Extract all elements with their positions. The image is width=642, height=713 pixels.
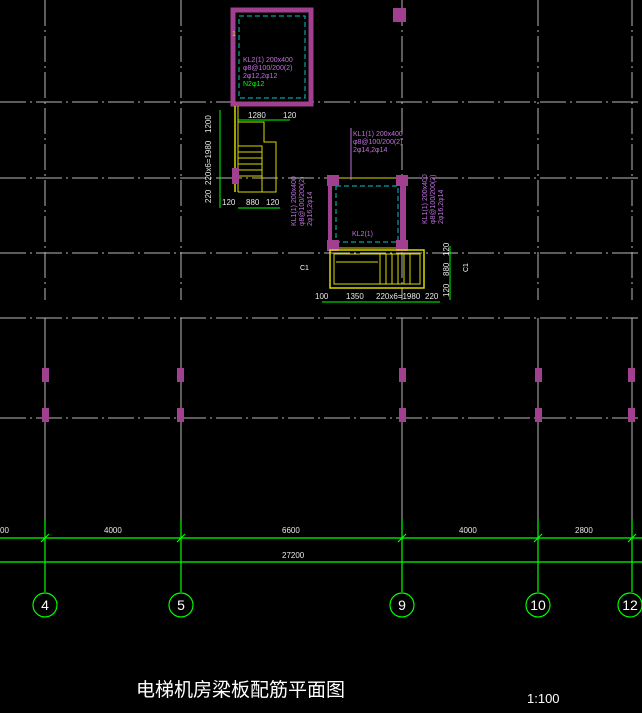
beam-label-kl1-line3: 2φ14,2φ14 — [353, 147, 387, 154]
column — [628, 368, 635, 382]
column — [177, 408, 184, 422]
column — [393, 8, 406, 22]
dim-220: 220 — [204, 189, 213, 203]
column — [177, 368, 184, 382]
dim-span-5-9: 6600 — [282, 526, 300, 535]
drawing-title: 电梯机房梁板配筋平面图 — [136, 679, 345, 701]
dim-b-220x6: 220x6=1980 — [376, 292, 421, 301]
column — [400, 186, 406, 240]
beam-label-kl2-line1: KL2(1) 200x400 — [243, 57, 293, 64]
stair-top: 1280 120 1200 220x6=1980 220 120 880 120 — [204, 106, 297, 209]
grid-lines — [0, 0, 642, 520]
axis-label-5: 5 — [177, 597, 185, 613]
dim-220x6: 220x6=1980 — [204, 140, 213, 185]
beam-label-kl1-right-line1: KL1(1) 200x400 — [422, 174, 429, 224]
column — [535, 368, 542, 382]
axis-label-9: 9 — [398, 597, 406, 613]
dim-r-120: 120 — [442, 242, 451, 256]
machine-room-top: 1 KL2(1) 200x400 φ8@100/200(2) 2φ12,2φ12… — [230, 7, 314, 107]
dimension-lines — [0, 520, 642, 592]
dim-span-4-5: 4000 — [104, 526, 122, 535]
dim-880-bottom: 880 — [246, 198, 260, 207]
column — [399, 368, 406, 382]
room-inner-slab — [238, 15, 306, 99]
dim-b-220: 220 — [425, 292, 439, 301]
dim-b-1350: 1350 — [346, 292, 364, 301]
beam-label-kl1-right-line3: 2φ16,2φ14 — [438, 190, 445, 224]
dim-1200: 1200 — [204, 115, 213, 133]
room-inner-slab — [335, 185, 399, 243]
room-beam-outline — [230, 7, 314, 107]
section-mark-left: C1 — [300, 265, 309, 272]
beam-label-kl1-right-line2: φ8@100/200(2) — [430, 175, 437, 224]
dim-span-9-10: 4000 — [459, 526, 477, 535]
axis-bubble-9 — [389, 592, 415, 618]
beam-label-kl1-left-line1: KL1(1) 200x400 — [291, 176, 298, 226]
column — [535, 408, 542, 422]
dim-left-partial: 00 — [0, 526, 9, 535]
column — [42, 408, 49, 422]
beam-label-kl1-left-line2: φ8@100/200(2) — [299, 177, 306, 226]
column — [328, 186, 332, 240]
axis-bubble-10 — [525, 592, 551, 618]
beam-label-kl1-left-line3: 2φ16,2φ14 — [307, 192, 314, 226]
dim-120-bottom-b: 120 — [266, 198, 280, 207]
dim-r-120b: 120 — [442, 283, 451, 297]
axis-bubbles — [32, 592, 642, 618]
column — [396, 175, 408, 186]
dim-b-100: 100 — [315, 292, 329, 301]
beam-tag: 1 — [232, 31, 236, 38]
beam-label-kl1-line2: φ8@100/200(2) — [353, 139, 402, 146]
beam-label-kl1-line1: KL1(1) 200x400 — [353, 131, 403, 138]
beam-label-kl2-line4: N2φ12 — [243, 81, 264, 88]
column — [232, 168, 239, 184]
drawing-scale: 1:100 — [527, 691, 560, 706]
beam-label-kl2-line3: 2φ12,2φ12 — [243, 73, 277, 80]
axis-label-12: 12 — [622, 597, 638, 613]
axis-label-4: 4 — [41, 597, 49, 613]
dim-total: 27200 — [282, 551, 305, 560]
beam-label-kl2-inner: KL2(1) — [352, 231, 373, 238]
column — [399, 408, 406, 422]
columns-lower — [42, 8, 635, 422]
axis-bubble-4 — [32, 592, 58, 618]
dim-120-bottom: 120 — [222, 198, 236, 207]
column — [327, 240, 339, 251]
axis-label-10: 10 — [530, 597, 546, 613]
dim-120-top: 120 — [283, 111, 297, 120]
dim-1280: 1280 — [248, 111, 266, 120]
dim-r-880: 880 — [442, 262, 451, 276]
dim-span-10-12: 2800 — [575, 526, 593, 535]
section-mark-right: C1 — [463, 263, 470, 272]
axis-bubble-12 — [617, 592, 642, 618]
beam-label-kl2-line2: φ8@100/200(2) — [243, 65, 292, 72]
axis-bubble-5 — [168, 592, 194, 618]
machine-room-lower: KL1(1) 200x400 φ8@100/200(2) 2φ14,2φ14 K… — [291, 128, 445, 251]
column — [396, 240, 408, 251]
column — [327, 175, 339, 186]
stair-lower: 100 1350 220x6=1980 220 120 880 120 C1 C… — [300, 242, 470, 303]
column — [42, 368, 49, 382]
column — [628, 408, 635, 422]
